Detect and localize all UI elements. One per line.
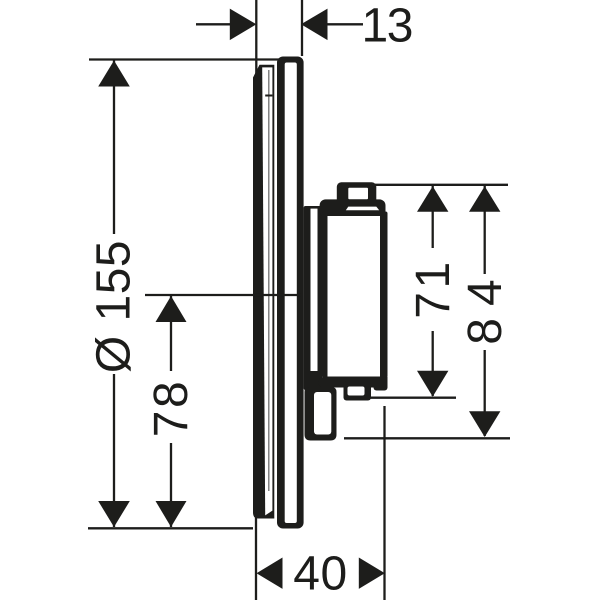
svg-text:40: 40 [293,548,347,600]
svg-text:13: 13 [362,0,412,53]
svg-text:78: 78 [145,379,198,437]
svg-text:71: 71 [407,258,460,318]
svg-text:Ø 155: Ø 155 [88,240,141,373]
svg-text:84: 84 [459,267,512,344]
